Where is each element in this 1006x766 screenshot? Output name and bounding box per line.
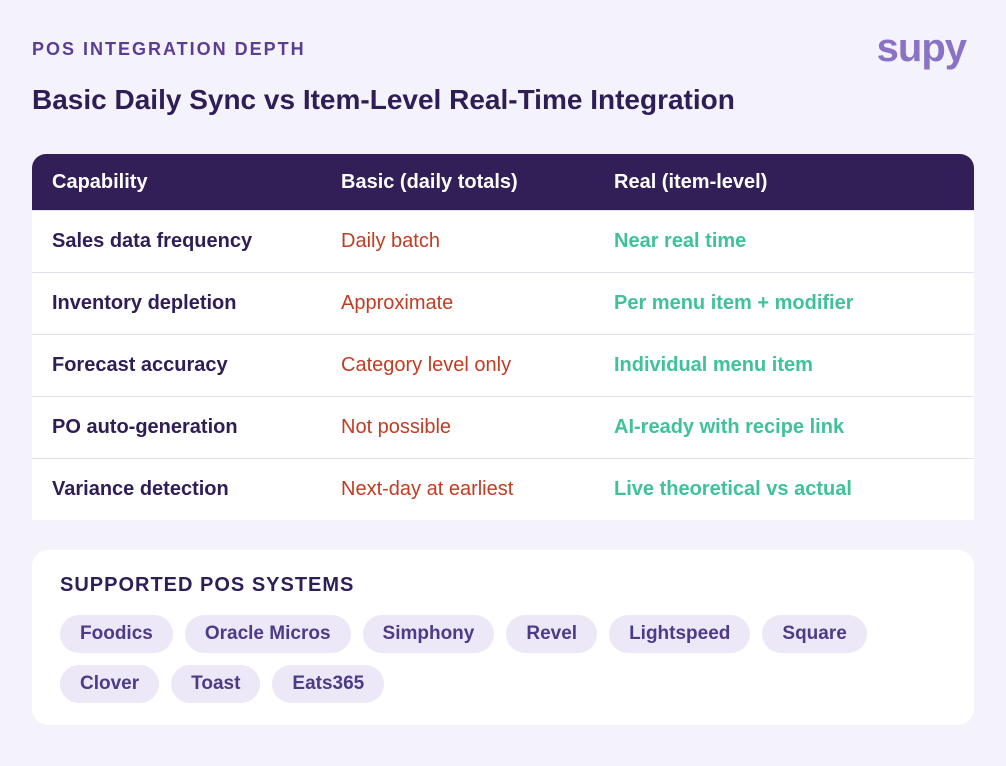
basic-cell: Not possible: [341, 416, 452, 438]
capability-cell: Forecast accuracy: [52, 354, 228, 376]
capability-cell: Variance detection: [52, 478, 229, 500]
pos-chip-lightspeed: Lightspeed: [609, 615, 751, 653]
pos-chip-foodics: Foodics: [60, 615, 173, 653]
real-cell: AI-ready with recipe link: [614, 416, 845, 438]
comparison-table: Capability Basic (daily totals) Real (it…: [32, 154, 974, 520]
table-row: Inventory depletion Approximate Per menu…: [32, 272, 974, 334]
pos-section-title: SUPPORTED POS SYSTEMS: [60, 574, 355, 596]
table-header-row: Capability Basic (daily totals) Real (it…: [32, 154, 974, 210]
real-cell: Live theoretical vs actual: [614, 478, 852, 500]
basic-cell: Category level only: [341, 354, 512, 376]
eyebrow-label: POS INTEGRATION DEPTH: [32, 39, 306, 59]
real-cell: Near real time: [614, 230, 747, 252]
pos-chip-clover: Clover: [60, 665, 160, 703]
basic-cell: Next-day at earliest: [341, 478, 514, 500]
column-header-capability: Capability: [52, 170, 148, 193]
table-row: PO auto-generation Not possible AI-ready…: [32, 396, 974, 458]
capability-cell: PO auto-generation: [52, 416, 238, 438]
supy-logo: supy: [876, 26, 967, 70]
pos-chip-revel: Revel: [506, 615, 598, 653]
page-title: Basic Daily Sync vs Item-Level Real-Time…: [32, 84, 735, 115]
supported-pos-card: SUPPORTED POS SYSTEMS Foodics Oracle Mic…: [32, 550, 974, 725]
table-row: Variance detection Next-day at earliest …: [32, 458, 974, 520]
basic-cell: Approximate: [341, 292, 454, 314]
table-row: Sales data frequency Daily batch Near re…: [32, 210, 974, 272]
real-cell: Individual menu item: [614, 354, 813, 376]
capability-cell: Inventory depletion: [52, 292, 237, 314]
pos-chip-oracle-micros: Oracle Micros: [184, 615, 351, 653]
capability-cell: Sales data frequency: [52, 230, 253, 252]
real-cell: Per menu item + modifier: [614, 292, 854, 314]
pos-chip-toast: Toast: [171, 665, 261, 703]
pos-chip-eats365: Eats365: [272, 665, 385, 703]
pos-chip-square: Square: [762, 615, 867, 653]
basic-cell: Daily batch: [341, 230, 440, 252]
pos-chip-simphony: Simphony: [362, 615, 495, 653]
pos-chip-list: Foodics Oracle Micros Simphony Revel Lig…: [60, 615, 920, 703]
column-header-real: Real (item-level): [614, 170, 768, 193]
table-row: Forecast accuracy Category level only In…: [32, 334, 974, 396]
column-header-basic: Basic (daily totals): [341, 170, 518, 193]
